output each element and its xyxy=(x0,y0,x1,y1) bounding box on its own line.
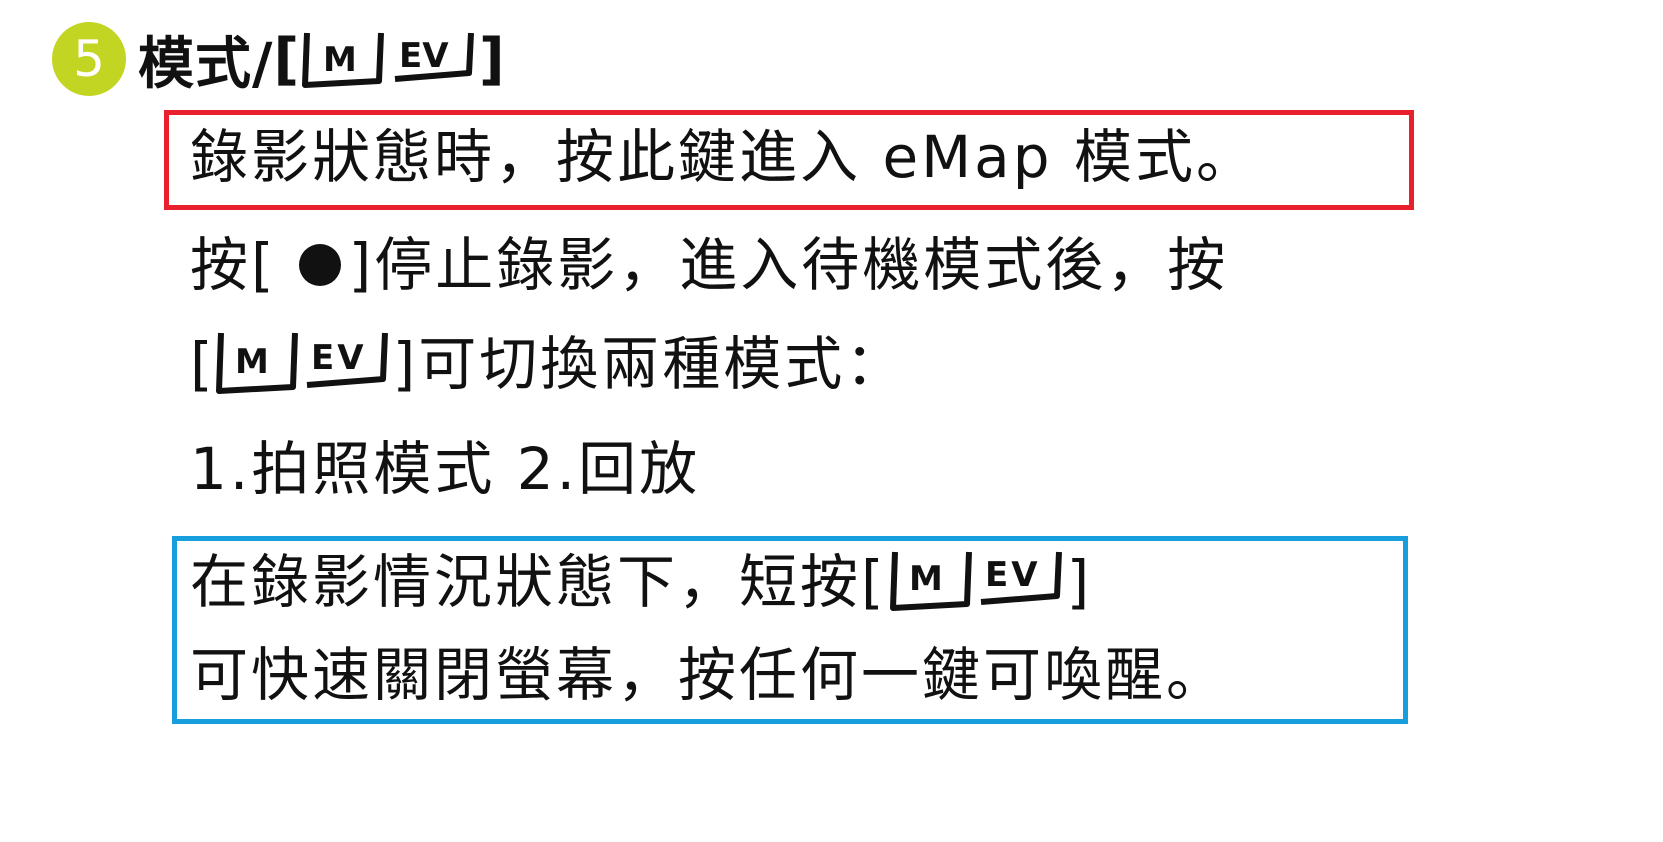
red-box-text: 錄影狀態時，按此鍵進入 eMap 模式。 xyxy=(190,123,1257,191)
key-label-ev: EV xyxy=(311,338,367,378)
blue-line-1-post: ] xyxy=(1066,548,1090,616)
key-label-ev: EV xyxy=(985,555,1041,595)
blue-box-line-1: 在錄影情況狀態下，短按[ M EV ] xyxy=(190,544,1089,620)
body-line-1-pre: 按[ xyxy=(190,231,277,299)
blue-box-line-2: 可快速關閉螢幕，按任何一鍵可喚醒。 xyxy=(190,641,1228,709)
heading-open-bracket: [ xyxy=(273,26,300,92)
m-ev-key-icon: M EV xyxy=(302,32,475,88)
body-line-1-post: ]停止錄影，進入待機模式後，按 xyxy=(348,231,1229,299)
heading-title: 模式/ xyxy=(138,31,274,97)
key-label-m: M xyxy=(909,559,946,599)
body-line-2: [ M EV ]可切換兩種模式： xyxy=(190,322,906,406)
key-label-m: M xyxy=(323,40,357,80)
body-line-1: 按[ ]停止錄影，進入待機模式後，按 xyxy=(190,236,1228,294)
step-number-badge: 5 xyxy=(52,22,126,96)
m-ev-key-icon: M EV xyxy=(215,332,388,394)
record-dot-icon xyxy=(298,244,341,286)
blue-highlight-box xyxy=(172,536,1408,724)
red-highlight-box xyxy=(164,110,1414,210)
blue-line-1-pre: 在錄影情況狀態下，短按[ xyxy=(190,548,887,616)
body-line-2-pre: [ xyxy=(190,330,213,398)
key-label-ev: EV xyxy=(399,36,449,76)
body-line-2-post: ]可切換兩種模式： xyxy=(392,330,907,398)
section-heading: 5 模式/ [ M EV ] xyxy=(52,18,505,100)
heading-close-bracket: ] xyxy=(479,26,505,92)
m-ev-key-icon: M EV xyxy=(889,551,1062,611)
key-label-m: M xyxy=(235,342,272,382)
body-line-3: 1.拍照模式 2.回放 xyxy=(190,435,701,503)
